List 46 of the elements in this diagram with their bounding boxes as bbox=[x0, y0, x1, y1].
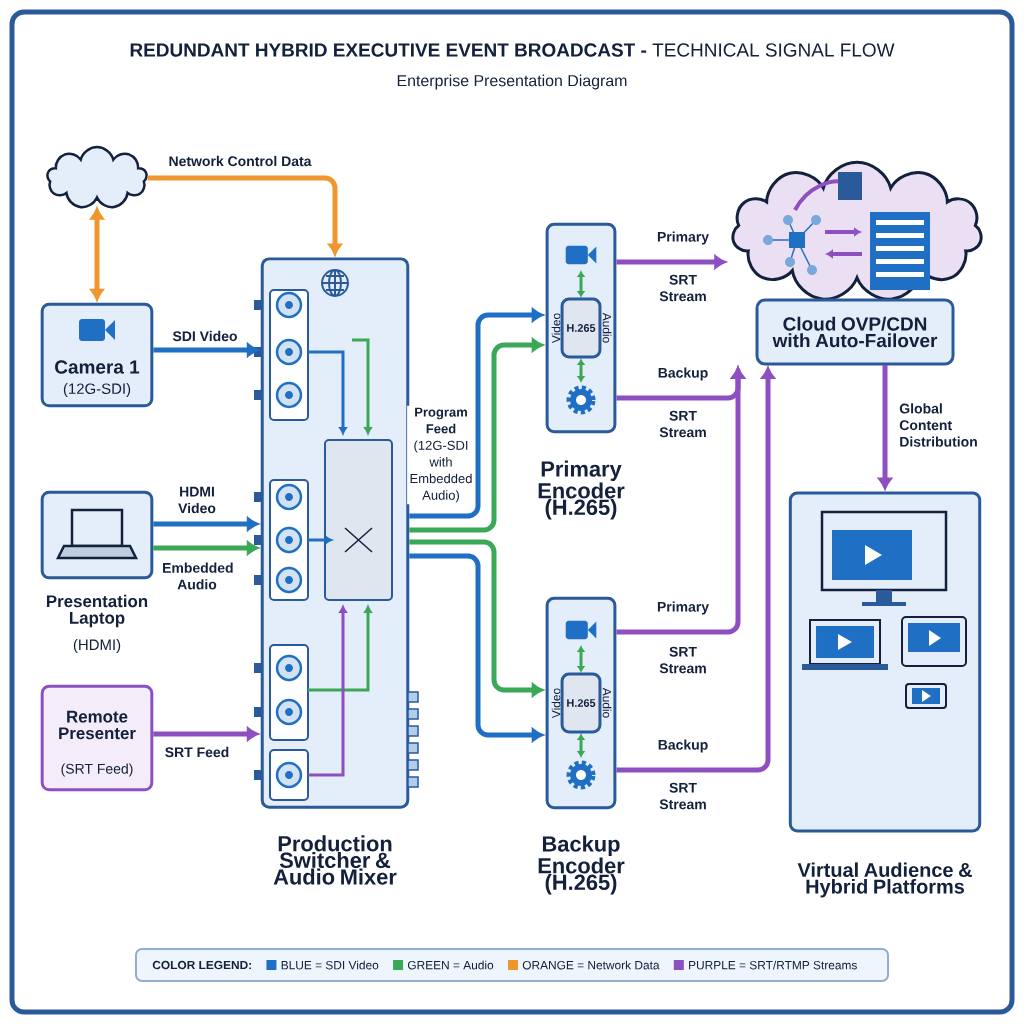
node-label: Production Switcher & Audio Mixer bbox=[273, 835, 397, 885]
presenter-box: Remote Presenter (SRT Feed) bbox=[40, 684, 154, 792]
arrow bbox=[147, 175, 342, 256]
codec-box: H.265 bbox=[560, 297, 602, 359]
legend-text: BLUE = SDI Video bbox=[281, 960, 379, 970]
arrow bbox=[153, 727, 259, 741]
camera-box: Camera 1 (12G-SDI) bbox=[40, 302, 154, 408]
node-label: Cloud OVP/CDN with Auto-Failover bbox=[772, 316, 938, 348]
title: REDUNDANT HYBRID EXECUTIVE EVENT BROADCAST - TECHNICAL SIGNAL FLOW bbox=[130, 43, 895, 57]
arrow bbox=[409, 308, 544, 519]
legend-text: PURPLE = SRT/RTMP Streams bbox=[689, 960, 857, 970]
edge-label: Primary bbox=[654, 599, 712, 617]
edge-label: Backup bbox=[655, 365, 711, 383]
node-label: Presentation Laptop bbox=[46, 594, 148, 628]
node-label: (HDMI) bbox=[73, 639, 121, 653]
arrow bbox=[153, 343, 259, 357]
arrow bbox=[90, 208, 104, 301]
arrow bbox=[878, 364, 892, 490]
stream-label: SRT Stream bbox=[659, 782, 706, 810]
laptop-box: Presentation Laptop (HDMI) bbox=[40, 490, 154, 653]
arrow bbox=[616, 255, 726, 269]
edge-label: Primary bbox=[654, 229, 712, 247]
arrow bbox=[153, 517, 259, 531]
node-label: Backup Encoder (H.265) bbox=[538, 835, 625, 895]
edge-label: Backup bbox=[655, 737, 711, 755]
stream-label: SRT Stream bbox=[659, 274, 706, 302]
stream-label: SRT Stream bbox=[659, 646, 706, 674]
stream-label: SRT Stream bbox=[659, 410, 706, 438]
edge-label: Program Feed (12G-SDI with Embedded Audio) bbox=[407, 405, 475, 505]
legend-heading: COLOR LEGEND: bbox=[152, 960, 251, 970]
arrow bbox=[409, 338, 544, 533]
edge-label: HDMI Video bbox=[165, 484, 229, 516]
arrow bbox=[409, 539, 544, 697]
codec-box: H.265 bbox=[560, 672, 602, 734]
node-label: Primary Encoder (H.265) bbox=[538, 460, 625, 520]
edge-label: Global Content Distribution bbox=[897, 401, 991, 449]
subtitle: Enterprise Presentation Diagram bbox=[397, 74, 627, 90]
arrow bbox=[616, 367, 775, 773]
legend-text: GREEN = Audio bbox=[407, 960, 494, 970]
arrow bbox=[409, 553, 544, 742]
edge-label: Embedded Audio bbox=[160, 560, 234, 592]
arrow bbox=[153, 541, 259, 555]
node-label: Virtual Audience & Hybrid Platforms bbox=[797, 862, 972, 898]
legend-text: ORANGE = Network Data bbox=[522, 960, 660, 970]
cloud bbox=[46, 145, 148, 209]
arrow bbox=[616, 367, 745, 635]
